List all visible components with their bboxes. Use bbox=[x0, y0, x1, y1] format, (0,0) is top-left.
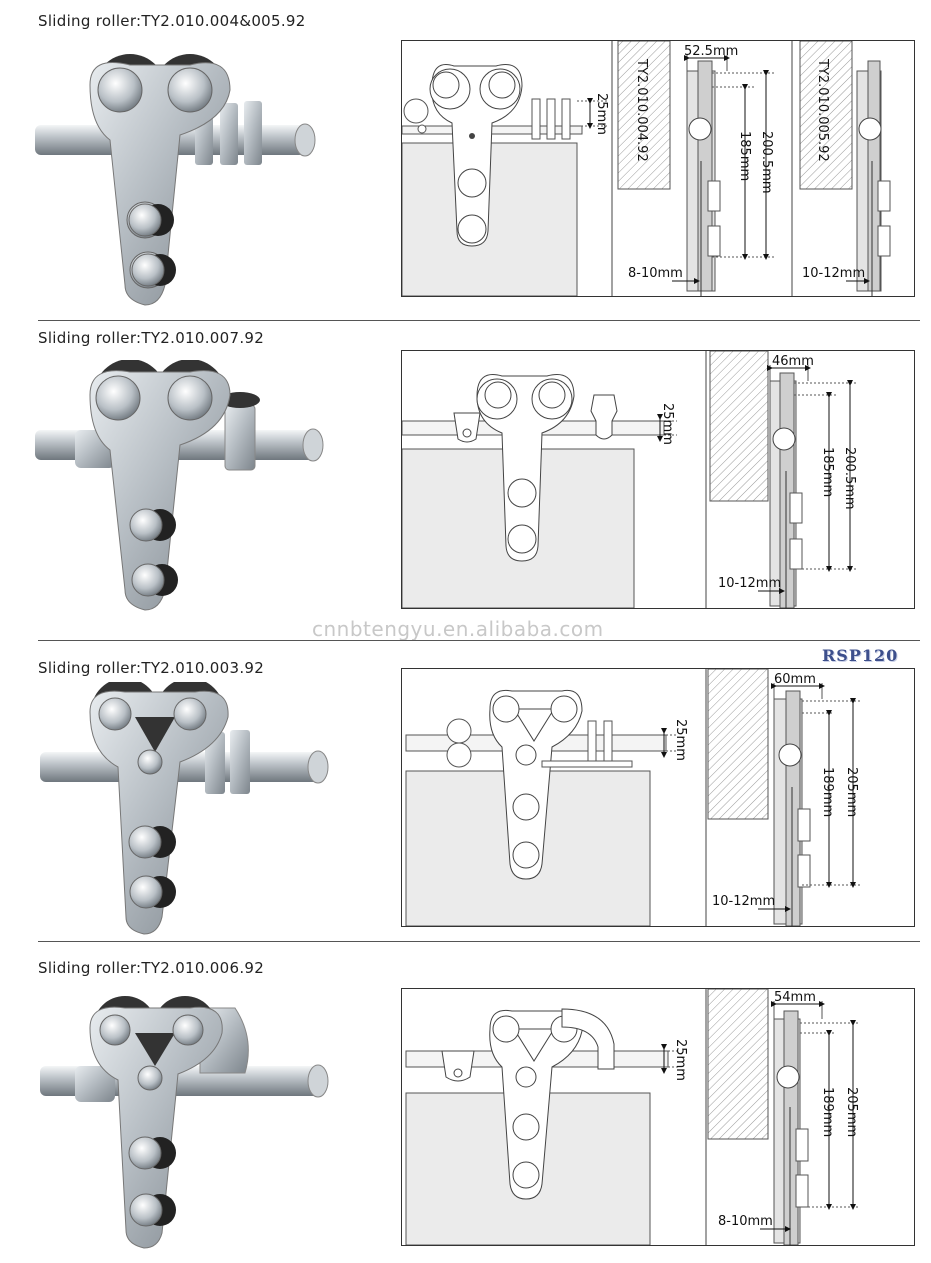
roller-photo-1 bbox=[35, 54, 316, 306]
height-dim-200-2: 200.5mm bbox=[842, 447, 857, 510]
technical-drawing-1: 25mm TY2.010.004.92 52.5mm 185mm 200.5mm… bbox=[401, 40, 915, 297]
width-dim-label-3: 60mm bbox=[774, 672, 816, 687]
technical-drawing-4: 25mm 54mm 189mm 205mm 8-10mm bbox=[401, 988, 915, 1246]
technical-drawing-2: 25mm 46mm 185mm 200.5mm 10-12mm bbox=[401, 350, 915, 609]
door-dim-label-2: 10-12mm bbox=[718, 576, 781, 591]
height-dim-200-1: 200.5mm bbox=[759, 131, 774, 194]
rail-dim-label-1: 25mm bbox=[594, 93, 609, 135]
model-label-005: TY2.010.005.92 bbox=[815, 58, 830, 162]
door-dim-label-4: 8-10mm bbox=[718, 1214, 773, 1229]
door-dim-label-1b: 10-12mm bbox=[802, 266, 865, 281]
width-dim-label-4: 54mm bbox=[774, 990, 816, 1005]
section-title-2: Sliding roller:TY2.010.007.92 bbox=[38, 329, 265, 347]
door-dim-label-3: 10-12mm bbox=[712, 894, 775, 909]
roller-photo-2 bbox=[35, 360, 324, 611]
section-divider-3 bbox=[38, 941, 920, 942]
section-divider-1 bbox=[38, 320, 920, 321]
height-dim-189-4: 189mm bbox=[820, 1087, 835, 1137]
model-label-004: TY2.010.004.92 bbox=[634, 58, 649, 162]
door-dim-label-1a: 8-10mm bbox=[628, 266, 683, 281]
watermark: cnnbtengyu.en.alibaba.com bbox=[312, 617, 604, 641]
roller-photo-4 bbox=[40, 996, 329, 1249]
height-dim-205-3: 205mm bbox=[844, 767, 859, 817]
section-divider-2 bbox=[38, 640, 920, 641]
section-title-3: Sliding roller:TY2.010.003.92 bbox=[38, 659, 265, 677]
model-badge: RSP120 bbox=[822, 646, 899, 665]
height-dim-205-4: 205mm bbox=[844, 1087, 859, 1137]
width-dim-label-1: 52.5mm bbox=[684, 44, 738, 59]
section-title-4: Sliding roller:TY2.010.006.92 bbox=[38, 959, 265, 977]
roller-photo-3 bbox=[40, 682, 329, 935]
height-dim-185-1: 185mm bbox=[737, 131, 752, 181]
rail-dim-label-4: 25mm bbox=[673, 1039, 688, 1081]
rail-dim-label-2: 25mm bbox=[660, 403, 675, 445]
rail-dim-label-3: 25mm bbox=[673, 719, 688, 761]
section-title-1: Sliding roller:TY2.010.004&005.92 bbox=[38, 12, 306, 30]
width-dim-label-2: 46mm bbox=[772, 354, 814, 369]
height-dim-189-3: 189mm bbox=[820, 767, 835, 817]
height-dim-185-2: 185mm bbox=[820, 447, 835, 497]
technical-drawing-3: 25mm 60mm 189mm 205mm 10-12mm bbox=[401, 668, 915, 927]
